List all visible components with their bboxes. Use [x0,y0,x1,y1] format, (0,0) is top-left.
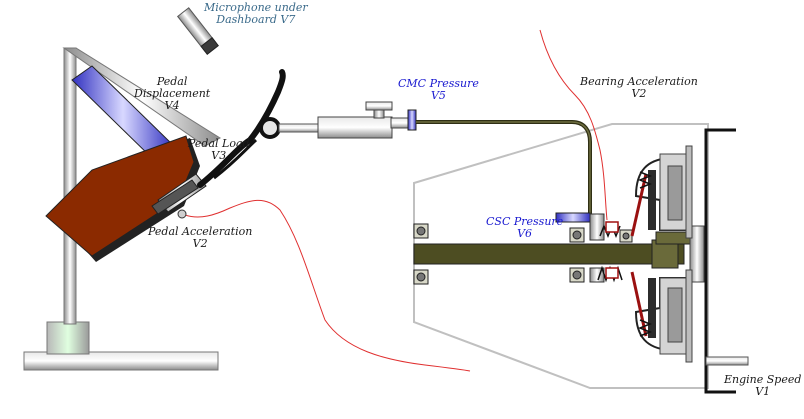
bearing-acceleration-label-line1: Bearing Acceleration [580,75,698,88]
diaphragm-spring-bottom [630,271,648,337]
pedal-load-label-line2: V3 [211,149,227,162]
pedal-load-label: Pedal Load V3 [188,138,250,162]
flywheel-outer-bottom [685,269,693,363]
friction-disc-bottom [648,278,656,338]
input-shaft [413,243,685,265]
acceleration-signal-line [539,29,608,221]
pressure-plate-top-core [667,165,683,221]
hydraulic-line [416,120,592,220]
transmission-housing [413,123,709,389]
stand-column [63,47,77,325]
microphone-label-line1: Microphone under [204,1,308,14]
engine-speed-label: Engine Speed V1 [724,374,801,398]
pedal-acceleration-signal-line [184,199,471,372]
bearing-acceleration-label-line2: V2 [631,87,647,100]
engine-speed-label-line1: Engine Speed [724,373,802,386]
bearing-acceleration-label: Bearing Acceleration V2 [580,76,698,100]
release-bearing-bottom [605,267,619,279]
pedal-lever-inner [213,138,258,180]
pedal-displacement-label-line2: Displacement [134,87,211,100]
csc-pressure-label-line1: CSC Pressure [486,215,564,228]
engine-speed-label-line2: V1 [755,385,771,398]
pedal-load-sensor-base [151,179,199,215]
pedal-acceleration-label-line2: V2 [192,237,208,250]
crankshaft-stub [705,356,749,366]
cmc-pressure-label-line1: CMC Pressure [398,77,479,90]
pedal-load-label-line1: Pedal Load [188,137,250,150]
microphone-icon [176,7,219,55]
clutch-hub [655,231,691,245]
flywheel-outer-top [685,145,693,239]
clutch-pedal [45,135,195,257]
csc-pressure-label-line2: V6 [517,227,533,240]
stand-base-block [46,321,90,355]
cmc-pressure-sensor [407,109,417,131]
pedal-displacement-label: Pedal Displacement V4 [134,76,210,112]
release-bearing-top [605,221,619,233]
cmc-pressure-label-line2: V5 [430,89,446,102]
stand-base-plate [23,351,219,371]
flywheel [689,225,705,283]
concentric-slave-cylinder-top [589,213,605,241]
stand-top-plate [62,47,221,147]
cmc-cap [390,117,409,129]
pedal-displacement-label-line3: V4 [164,99,180,112]
clutch-master-cylinder [317,116,393,139]
microphone-label-line2: Dashboard V7 [216,13,296,26]
pedal-acceleration-label-line1: Pedal Acceleration [148,225,253,238]
shaft-spline [651,239,679,269]
diaphragm-spring-top [630,173,648,237]
pedal-acceleration-label: Pedal Acceleration V2 [148,226,252,250]
friction-disc-top [648,170,656,230]
pressure-plate-bottom-core [667,287,683,343]
hydraulic-line-highlight [416,121,591,220]
pushrod [278,123,322,133]
cmc-pressure-label: CMC Pressure V5 [398,78,479,102]
housing-bearings [413,223,633,285]
engine-block [704,128,736,394]
pedal-displacement-label-line1: Pedal [156,75,188,88]
microphone-label: Microphone under Dashboard V7 [204,2,308,26]
pedal-acceleration-sensor [177,209,187,219]
diaphragm-spring-springs [637,171,653,337]
lever-pivot [259,117,281,139]
csc-pressure-label: CSC Pressure V6 [486,216,563,240]
cmc-reservoir [365,101,393,111]
